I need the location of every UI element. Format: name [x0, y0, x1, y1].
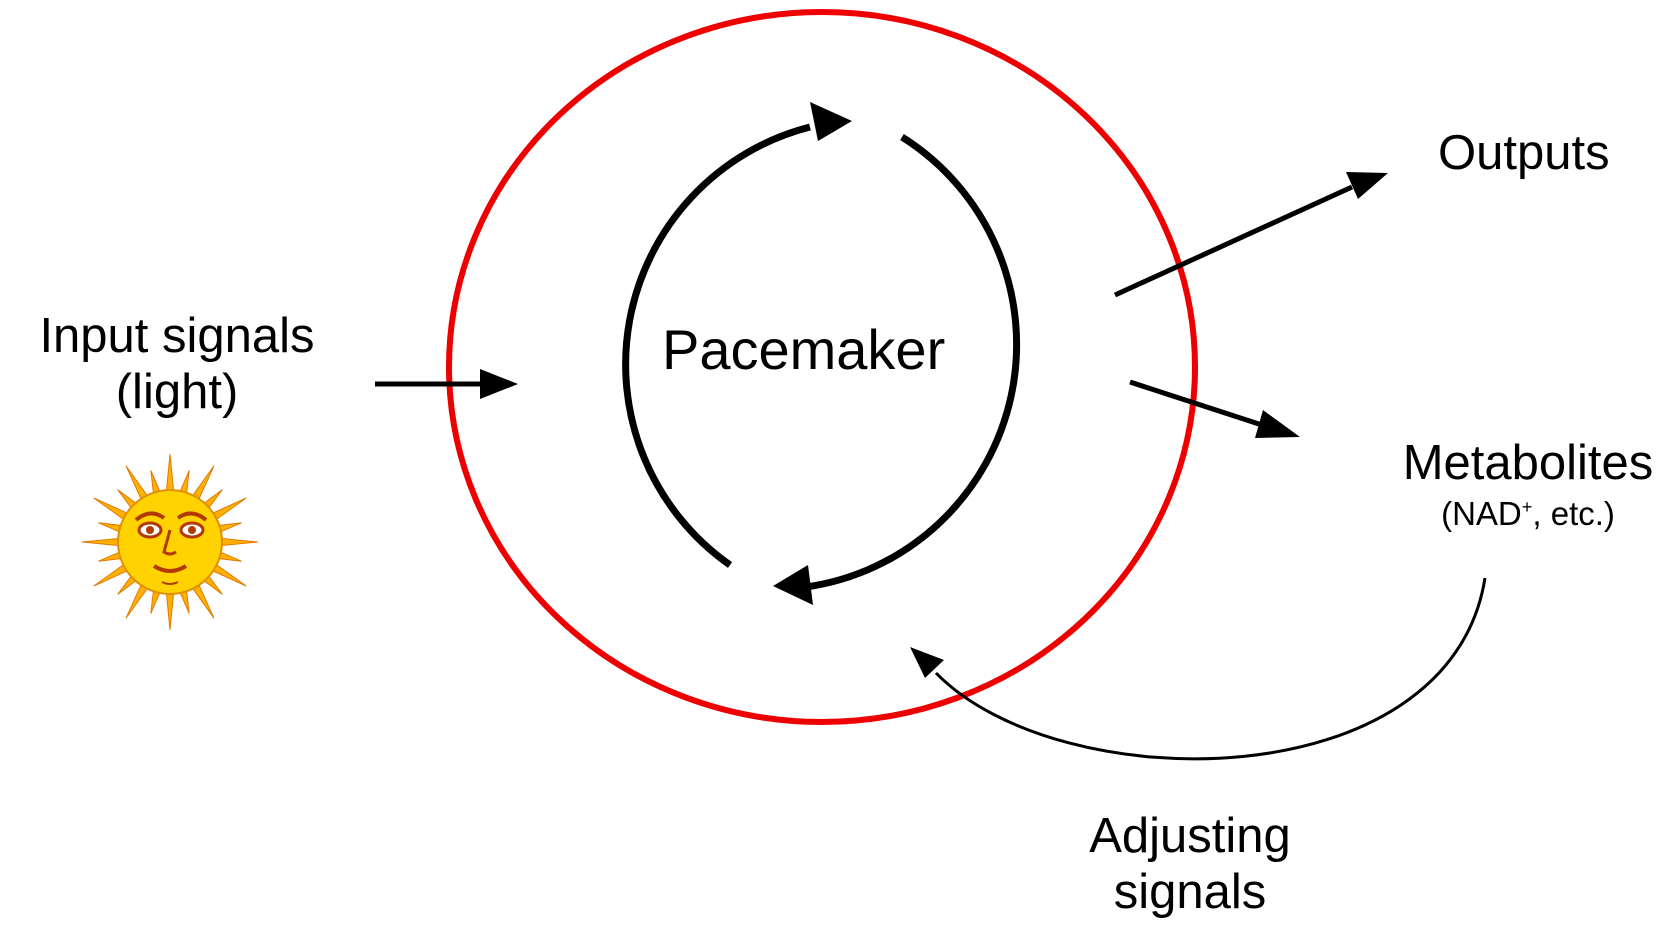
outputs-arrow-shaft — [1113, 184, 1354, 298]
metabolites-arrow-shaft — [1129, 379, 1263, 428]
outputs-label: Outputs — [1438, 126, 1610, 180]
metabolites-title: Metabolites — [1402, 436, 1654, 490]
adjusting-curve — [934, 577, 1487, 761]
metabolites-sub-superscript: + — [1521, 497, 1533, 518]
cycle-arc-bottom-right — [805, 134, 1021, 591]
sun-icon — [81, 453, 259, 631]
input-signals-line1: Input signals — [39, 309, 315, 363]
highlight-ellipse — [446, 9, 1198, 725]
adjusting-signals-line2: signals — [1113, 865, 1267, 920]
adjusting-signals-label: Adjusting signals — [1060, 808, 1320, 921]
metabolites-subtitle: (NAD+, etc.) — [1378, 495, 1677, 533]
metabolites-label: Metabolites (NAD+, etc.) — [1378, 435, 1677, 533]
input-signals-label: Input signals (light) — [12, 308, 342, 421]
input-signals-line2: (light) — [115, 365, 239, 420]
input-arrowhead — [480, 369, 518, 399]
metabolites-sub-prefix: (NAD — [1441, 495, 1522, 533]
adjusting-signals-line1: Adjusting — [1089, 809, 1291, 863]
adjusting-arrowhead — [910, 647, 944, 678]
metabolites-arrowhead — [1255, 410, 1300, 438]
pacemaker-label: Pacemaker — [662, 318, 946, 381]
cycle-arc-top-left — [622, 123, 811, 568]
metabolites-sub-suffix: , etc.) — [1532, 495, 1615, 533]
cycle-arrowhead-bottom — [773, 565, 813, 605]
outputs-arrowhead — [1346, 172, 1388, 199]
cycle-arrowhead-top — [810, 102, 852, 141]
